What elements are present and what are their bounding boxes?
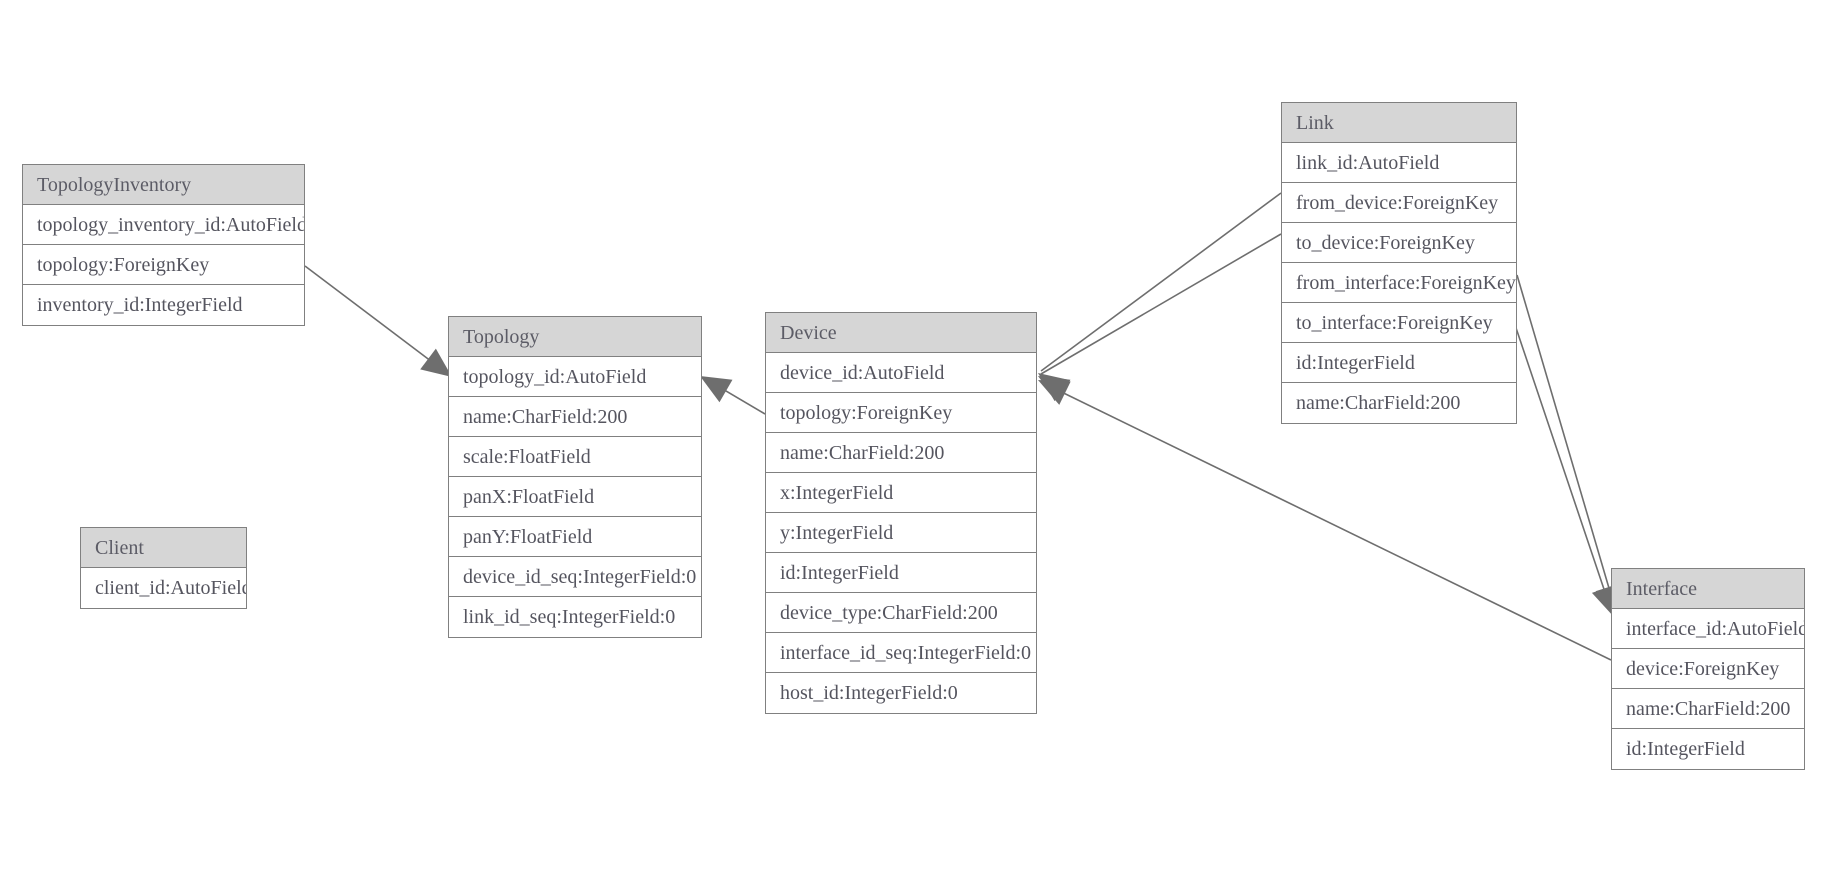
entity-field: name:CharField:200 [766,433,1036,473]
entity-title-topology_inventory: TopologyInventory [23,165,304,205]
entity-field: device_id:AutoField [766,353,1036,393]
entity-field: id:IntegerField [766,553,1036,593]
entity-field: interface_id:AutoField [1612,609,1804,649]
entity-field: inventory_id:IntegerField [23,285,304,325]
entity-field: device_id_seq:IntegerField:0 [449,557,701,597]
entity-title-interface: Interface [1612,569,1804,609]
entity-field: panX:FloatField [449,477,701,517]
entity-field: client_id:AutoField [81,568,246,608]
entity-field: host_id:IntegerField:0 [766,673,1036,713]
relationship-link-to_device [1038,233,1282,403]
entity-field: x:IntegerField [766,473,1036,513]
entity-field: to_interface:ForeignKey [1282,303,1516,343]
entity-field: from_interface:ForeignKey [1282,263,1516,303]
entity-field: to_device:ForeignKey [1282,223,1516,263]
relationship-link-to_interface [1511,315,1617,617]
arrowhead [1038,376,1071,403]
entity-field: link_id:AutoField [1282,143,1516,183]
entity-field: panY:FloatField [449,517,701,557]
entity-field: name:CharField:200 [1282,383,1516,423]
entity-title-topology: Topology [449,317,701,357]
entity-field: id:IntegerField [1282,343,1516,383]
entity-field: scale:FloatField [449,437,701,477]
entity-field: y:IntegerField [766,513,1036,553]
entity-field: interface_id_seq:IntegerField:0 [766,633,1036,673]
arrowhead [1038,380,1071,405]
entity-field: name:CharField:200 [1612,689,1804,729]
entity-field: link_id_seq:IntegerField:0 [449,597,701,637]
entity-field: name:CharField:200 [449,397,701,437]
entity-title-link: Link [1282,103,1516,143]
entity-field: topology_inventory_id:AutoField [23,205,304,245]
relationship-topologyinventory-topology [304,265,453,378]
entity-field: from_device:ForeignKey [1282,183,1516,223]
entity-field: id:IntegerField [1612,729,1804,769]
relationship-link-from_device [1038,192,1282,402]
entity-title-device: Device [766,313,1036,353]
entity-field: device_type:CharField:200 [766,593,1036,633]
entity-field: device:ForeignKey [1612,649,1804,689]
relationship-device-topology [700,376,766,415]
entity-field: topology_id:AutoField [449,357,701,397]
entity-field: topology:ForeignKey [23,245,304,285]
entity-field: topology:ForeignKey [766,393,1036,433]
entity-title-client: Client [81,528,246,568]
